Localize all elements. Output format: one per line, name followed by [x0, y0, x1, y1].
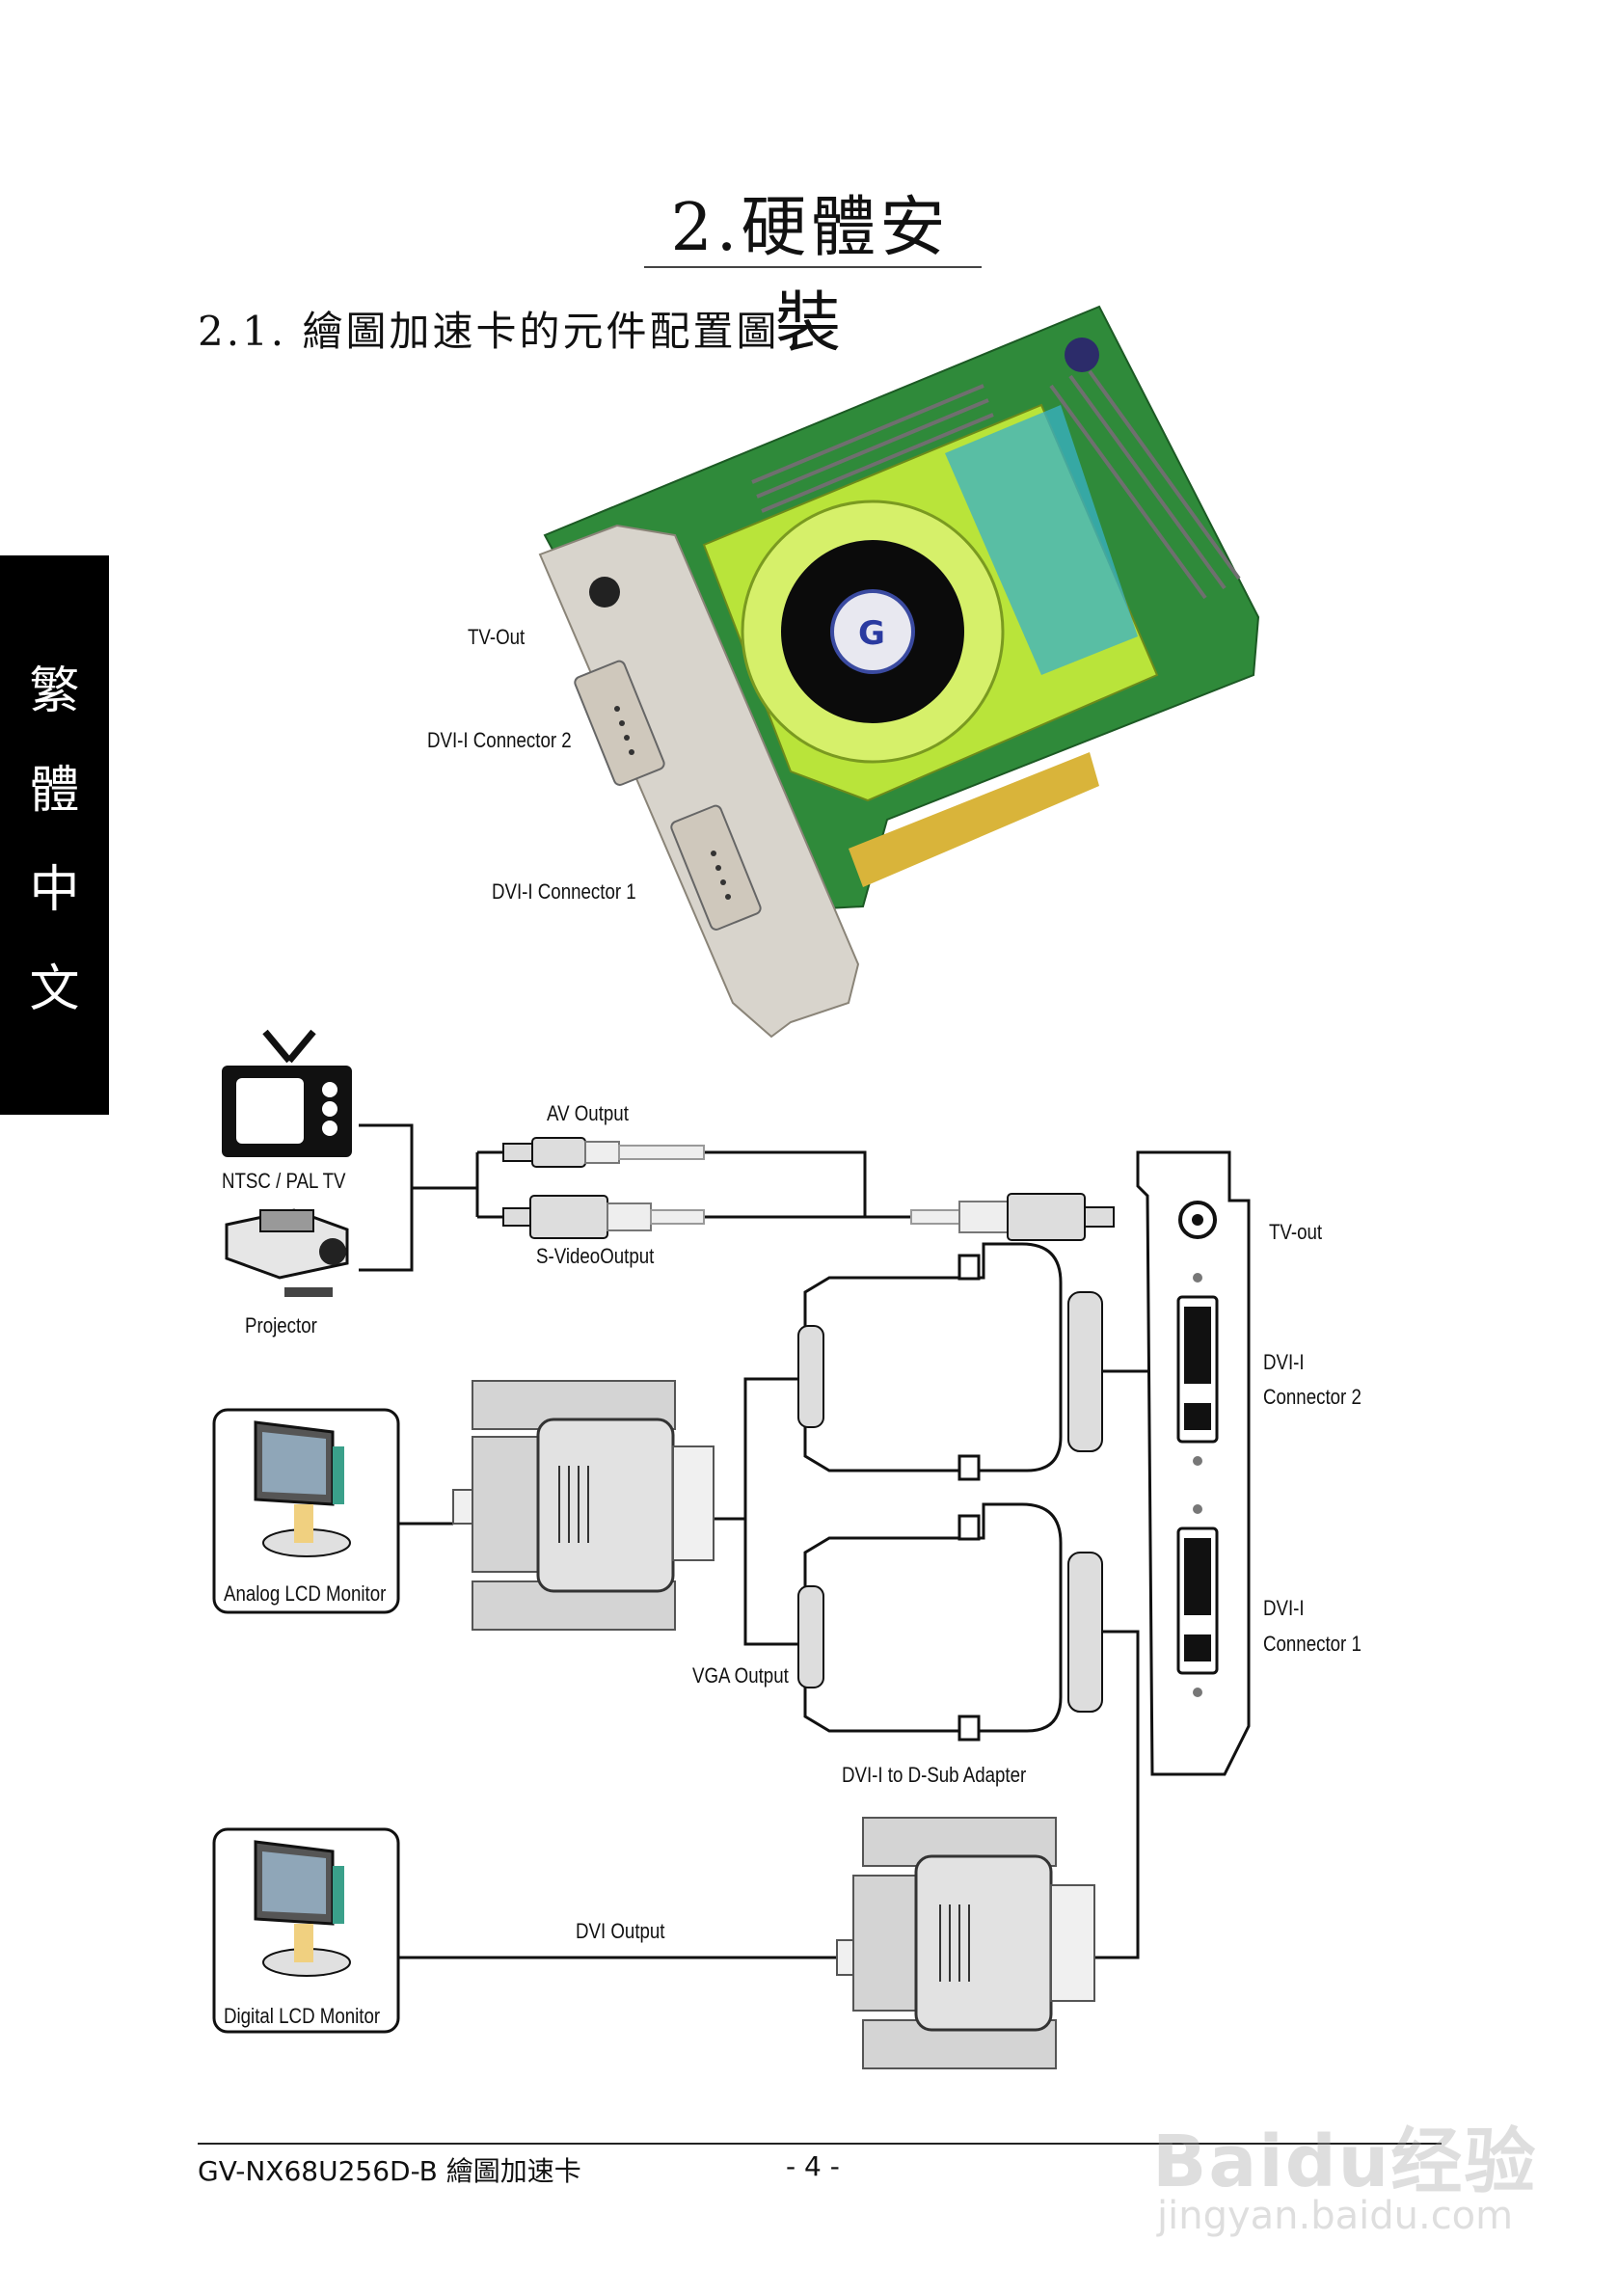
label-digital-lcd-monitor: Digital LCD Monitor	[224, 2004, 381, 2028]
page-number: - 4 -	[786, 2150, 840, 2182]
label-projector: Projector	[245, 1313, 317, 1337]
connection-lines	[359, 1123, 1152, 1959]
dvi-dsub-adapter-icon	[797, 1242, 1103, 1742]
footer-model: GV-NX68U256D-B 繪圖加速卡	[198, 2155, 581, 2187]
side-tab-char: 中	[29, 861, 80, 919]
tv-icon	[222, 1029, 352, 1157]
photo-label-dvi-2: DVI-I Connector 2	[427, 728, 572, 752]
label-bracket-dvi-1-line1: DVI-I	[1263, 1596, 1305, 1620]
footer-rule	[198, 2143, 1442, 2145]
language-side-tab: 繁 體 中 文	[0, 555, 109, 1115]
label-svideo-output: S-VideoOutput	[536, 1244, 655, 1268]
label-bracket-dvi-2-line2: Connector 2	[1263, 1385, 1362, 1409]
side-tab-char: 文	[29, 960, 80, 1018]
section-heading: 2.1. 繪圖加速卡的元件配置圖	[198, 308, 780, 355]
analog-monitor-icon	[212, 1408, 400, 1614]
label-bracket-dvi-2-line1: DVI-I	[1263, 1350, 1305, 1374]
watermark-url: jingyan.baidu.com	[1157, 2194, 1514, 2238]
svg-text:G: G	[858, 614, 885, 653]
digital-monitor-icon	[212, 1827, 400, 2034]
graphics-card-photo: G	[538, 305, 1260, 1039]
page-title: 2.硬體安裝	[670, 190, 950, 362]
label-dvi-dsub-adapter: DVI-I to D-Sub Adapter	[842, 1763, 1027, 1787]
label-vga-output: VGA Output	[692, 1663, 789, 1688]
dvi-connector-icon	[836, 1817, 1095, 2069]
photo-label-dvi-1: DVI-I Connector 1	[492, 879, 636, 904]
label-av-output: AV Output	[547, 1101, 629, 1125]
title-underline	[644, 266, 982, 268]
av-cable-icon	[502, 1137, 705, 1168]
label-bracket-dvi-1-line2: Connector 1	[1263, 1632, 1362, 1656]
label-ntsc-pal-tv: NTSC / PAL TV	[222, 1169, 346, 1193]
vga-connector-icon	[452, 1380, 715, 1631]
photo-label-tv-out: TV-Out	[468, 625, 526, 649]
svideo-cable-icon	[502, 1193, 1115, 1241]
card-bracket-diagram	[1136, 1150, 1251, 1776]
label-bracket-tv-out: TV-out	[1269, 1220, 1323, 1244]
side-tab-char: 體	[29, 762, 80, 820]
watermark-logo: Baidu经验	[1152, 2120, 1538, 2203]
projector-icon	[225, 1208, 349, 1297]
label-analog-lcd-monitor: Analog LCD Monitor	[224, 1581, 387, 1606]
label-dvi-output: DVI Output	[576, 1919, 665, 1943]
side-tab-char: 繁	[29, 662, 80, 720]
